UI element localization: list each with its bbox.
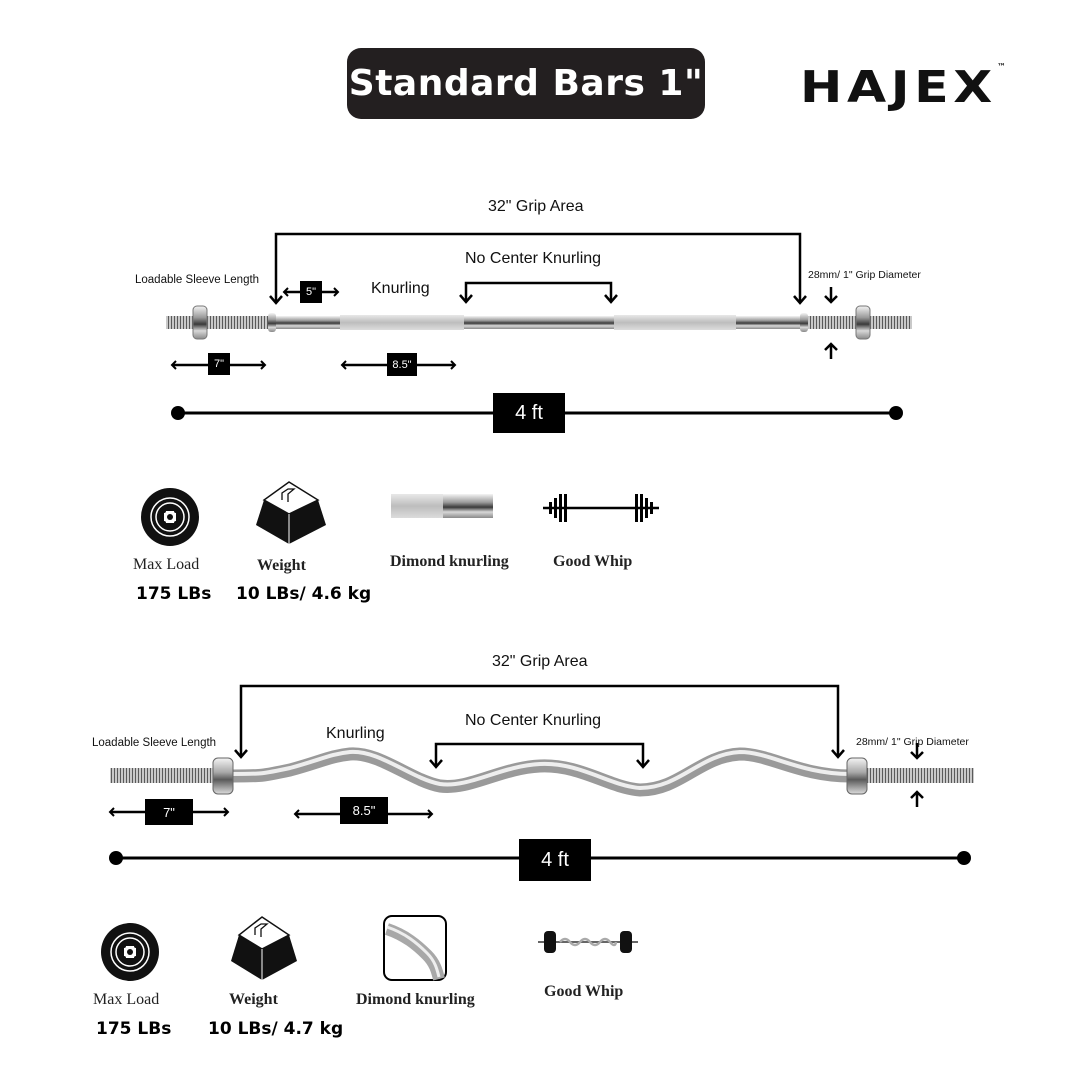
brand-logo: HAJEX™	[800, 62, 1006, 113]
grip-diameter-label: 28mm/ 1" Grip Diameter	[808, 269, 921, 281]
ez-curl-barbell-icon	[538, 931, 638, 953]
no-center-knurling-label: No Center Knurling	[465, 712, 602, 729]
feature-label: Good Whip	[544, 983, 624, 1000]
no-center-knurling-label: No Center Knurling	[465, 250, 602, 267]
curl-bar-closeup-icon	[383, 915, 447, 981]
knurled-bar-icon	[391, 494, 493, 518]
dimension-tag-8-5in: 8.5"	[340, 797, 388, 824]
grip-diameter-label: 28mm/ 1" Grip Diameter	[856, 736, 969, 748]
grip-area-label: 32" Grip Area	[492, 653, 588, 670]
feature-label: Max Load	[133, 556, 200, 573]
page-title: Standard Bars 1"	[348, 63, 704, 104]
feature-label: Max Load	[93, 991, 160, 1008]
max-load-value: 175 LBs	[136, 584, 212, 604]
sleeve-length-label: Loadable Sleeve Length	[135, 274, 260, 286]
kettle-weight-icon	[231, 916, 297, 980]
knurling-label: Knurling	[326, 725, 385, 742]
feature-label: Good Whip	[553, 553, 633, 570]
weight-plate-icon	[101, 923, 159, 981]
dimension-tag-7in: 7"	[145, 799, 193, 825]
grip-area-label: 32" Grip Area	[488, 198, 584, 215]
overall-length-tag: 4 ft	[493, 393, 565, 433]
feature-label: Dimond knurling	[390, 553, 509, 570]
brand-name: HAJEX	[800, 62, 997, 113]
kettle-weight-icon	[256, 481, 326, 544]
trademark: ™	[996, 62, 1007, 71]
feature-label: Dimond knurling	[356, 991, 475, 1008]
dimension-tag-5in: 5"	[300, 281, 322, 303]
sleeve-length-label: Loadable Sleeve Length	[92, 737, 217, 749]
dimension-tag-8-5in: 8.5"	[387, 353, 417, 376]
bar-weight-value: 10 LBs/ 4.7 kg	[208, 1019, 344, 1039]
barbell-icon	[543, 494, 659, 522]
curl-bar-diagram	[108, 684, 974, 865]
bar-weight-value: 10 LBs/ 4.6 kg	[236, 584, 372, 604]
page-title-badge: Standard Bars 1"	[347, 48, 705, 119]
max-load-value: 175 LBs	[96, 1019, 172, 1039]
straight-bar-diagram	[166, 232, 912, 420]
dimension-tag-7in: 7"	[208, 353, 230, 375]
feature-label: Weight	[257, 557, 306, 574]
feature-label: Weight	[229, 991, 278, 1008]
weight-plate-icon	[141, 488, 199, 546]
knurling-label: Knurling	[371, 280, 430, 297]
overall-length-tag: 4 ft	[519, 839, 591, 881]
